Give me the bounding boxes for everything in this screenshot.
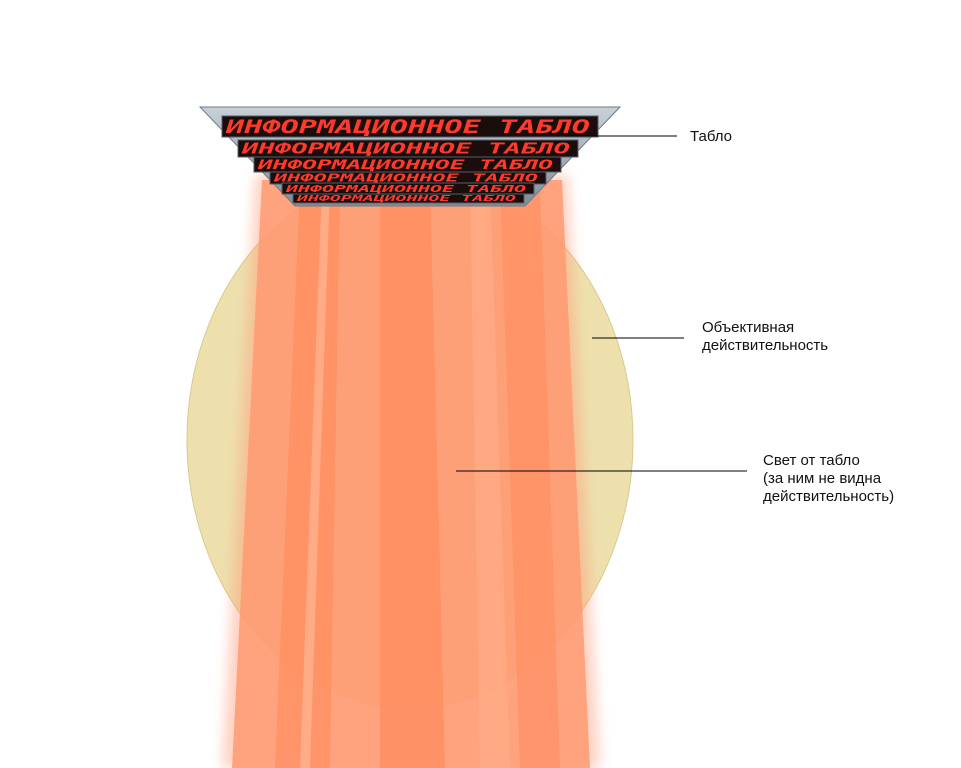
board-row-text: ИНФОРМАЦИОННОЕ ТАБЛО (240, 140, 570, 158)
label-reality: Объективная действительность (702, 319, 828, 355)
light-beam-stripe-4 (500, 185, 560, 768)
light-beam-highlight (300, 185, 330, 768)
board-row-panel (221, 115, 599, 138)
light-beam-stripe-3 (470, 185, 510, 768)
label-light: Свет от табло (за ним не видна действите… (763, 452, 894, 506)
label-light-line-1: Свет от табло (763, 452, 860, 469)
board-row-text: ИНФОРМАЦИОННОЕ ТАБЛО (272, 173, 539, 185)
light-beam (222, 175, 600, 768)
board-row-text: ИНФОРМАЦИОННОЕ ТАБЛО (295, 194, 517, 203)
label-light-line-3: действительность) (763, 488, 895, 505)
light-beam-stripe-2 (380, 185, 445, 768)
label-reality-line-1: Объективная (702, 319, 795, 336)
label-light-line-2: (за ним не видна (763, 470, 882, 487)
board-row-panel (292, 193, 525, 204)
board-row-text: ИНФОРМАЦИОННОЕ ТАБЛО (284, 184, 526, 195)
label-reality-line-2: действительность (702, 337, 829, 354)
board-row-text: ИНФОРМАЦИОННОЕ ТАБЛО (256, 158, 553, 173)
board-row-text: ИНФОРМАЦИОННОЕ ТАБЛО (224, 117, 590, 138)
label-board: Табло (690, 128, 733, 145)
